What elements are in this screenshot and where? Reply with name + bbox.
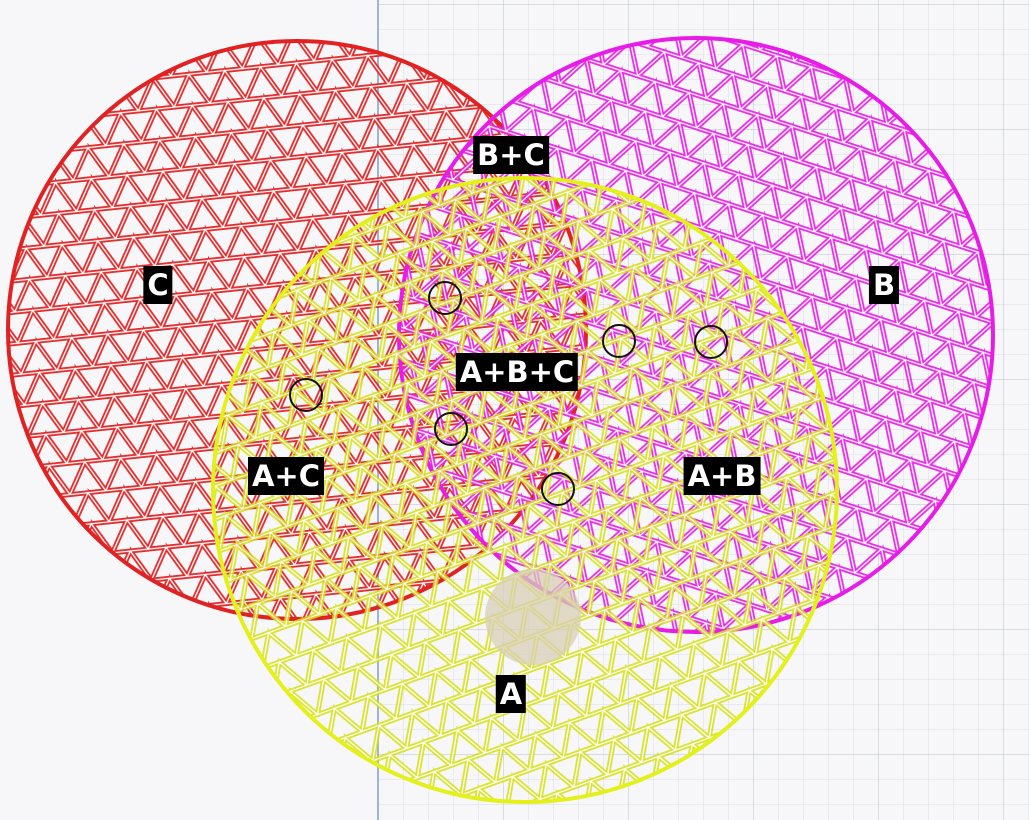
label-c: C [143, 266, 173, 304]
circle-a-yellow [211, 176, 839, 804]
ring-marker [602, 324, 636, 358]
ring-marker [434, 412, 468, 446]
label-ac: A+C [247, 457, 325, 495]
ring-marker [289, 378, 323, 412]
label-a: A [495, 675, 527, 713]
label-b: B [868, 266, 900, 304]
label-abc: A+B+C [455, 353, 579, 391]
ring-marker [541, 472, 575, 506]
highlight-spot [485, 569, 581, 665]
label-bc: B+C [473, 136, 549, 174]
ring-markers [289, 281, 728, 506]
ring-marker [428, 281, 462, 315]
label-ab: A+B [683, 457, 761, 495]
ring-marker [694, 325, 728, 359]
